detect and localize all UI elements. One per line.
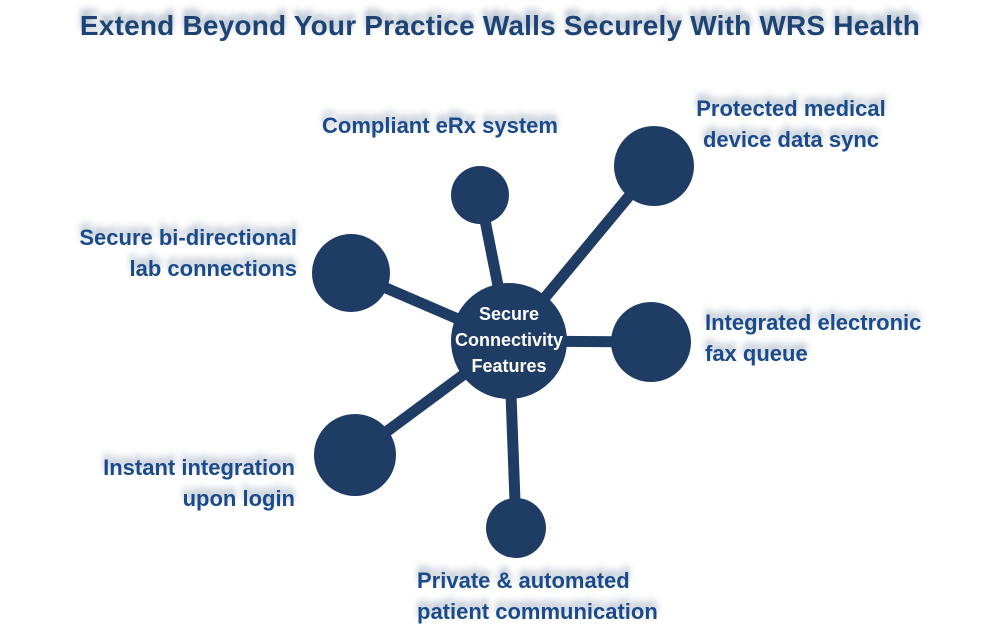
node-circle-erx [451, 166, 509, 224]
node-label-line: patient communication [417, 599, 658, 624]
node-label-line: Private & automated [417, 568, 630, 593]
node-label-lab-connections: Secure bi-directional lab connections [79, 222, 297, 284]
hub-circle [451, 283, 567, 399]
hub-label-line: Connectivity [454, 330, 564, 350]
node-label-patient-communication: Private & automated patient communicatio… [417, 565, 658, 627]
node-circle-device-data-sync [614, 126, 694, 206]
node-label-line: upon login [182, 486, 295, 511]
node-circle-lab-connections [312, 234, 390, 312]
node-label-line: device data sync [702, 127, 880, 152]
node-label-erx: Compliant eRx system [322, 110, 558, 141]
diagram-title: Extend Beyond Your Practice Walls Secure… [79, 10, 921, 41]
hub-label-line: Secure [478, 304, 540, 324]
node-label-line: Integrated electronic [705, 310, 922, 335]
node-label-login-integration: Instant integration upon login [103, 452, 295, 514]
hub-label: Secure Connectivity Features [419, 301, 599, 379]
node-circle-patient-communication [486, 498, 546, 558]
node-label-line: Instant integration [103, 455, 295, 480]
hub-label-line: Features [471, 356, 547, 376]
node-label-line: fax queue [705, 341, 808, 366]
node-label-line: Protected medical [696, 96, 886, 121]
node-circles [312, 126, 694, 558]
node-label-line: Secure bi-directional [79, 225, 297, 250]
node-circle-fax-queue [611, 302, 691, 382]
node-label-line: lab connections [129, 256, 297, 281]
node-label-device-data-sync: Protected medical device data sync [696, 93, 886, 155]
node-label-line: Compliant eRx system [322, 113, 558, 138]
node-circle-login-integration [314, 414, 396, 496]
node-label-fax-queue: Integrated electronic fax queue [705, 307, 921, 369]
